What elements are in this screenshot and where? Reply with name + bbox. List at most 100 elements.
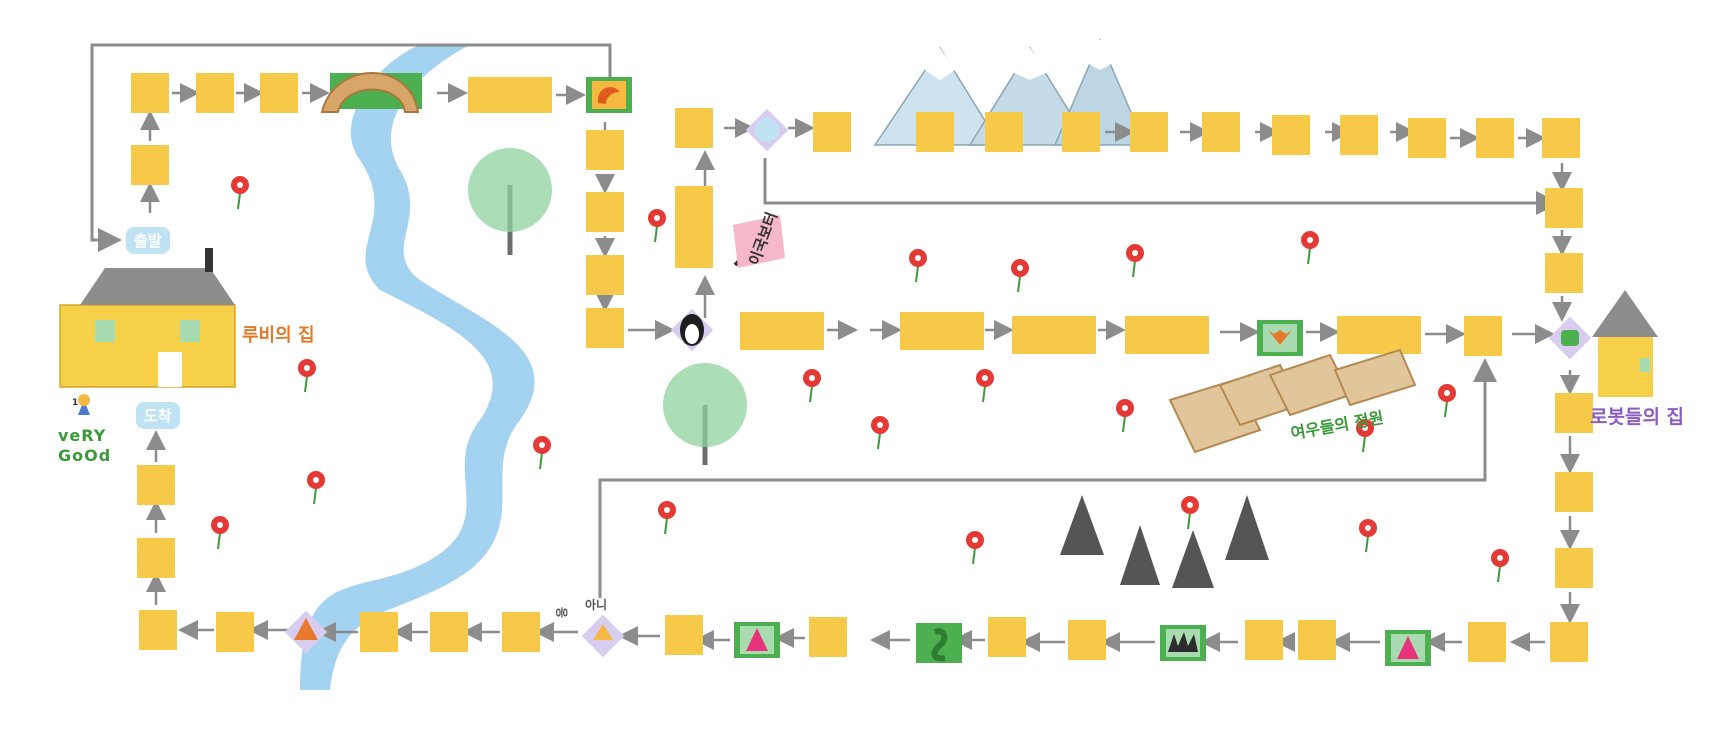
signpost [733, 215, 785, 268]
award-ribbon-icon [78, 394, 90, 415]
board-tile [131, 145, 169, 185]
board-tile [137, 465, 175, 505]
board-tile [586, 130, 624, 170]
board-tile [586, 192, 624, 232]
flower-icon [1356, 419, 1374, 453]
board-tile [813, 112, 851, 152]
flower-icon [966, 531, 984, 565]
award-number: 1 [72, 398, 79, 408]
board-tile [675, 186, 713, 268]
board-tile [137, 538, 175, 578]
board-tile [1337, 316, 1421, 354]
board-tile [139, 610, 177, 650]
board-tile [1068, 620, 1106, 660]
board-tile [502, 612, 540, 652]
board-tile [1130, 112, 1168, 152]
board-tile [430, 612, 468, 652]
flower-icon [1011, 259, 1029, 293]
board-tile [1550, 622, 1588, 662]
board-tile [1542, 118, 1580, 158]
finish-label: 도착 [136, 402, 180, 429]
flower-icon [658, 501, 676, 535]
board-tile [1125, 316, 1209, 354]
board-tile [985, 112, 1023, 152]
board-tile [586, 308, 624, 348]
card-fox [1257, 320, 1303, 356]
board-tile [665, 615, 703, 655]
card-hedgehog [1160, 625, 1206, 661]
board-tile [740, 312, 824, 350]
board-tile [675, 108, 713, 148]
fox-garden-beds [1168, 348, 1417, 454]
board-tile [900, 312, 984, 350]
flower-icon [909, 249, 927, 283]
board-tile [1340, 115, 1378, 155]
board-tile [1012, 316, 1096, 354]
flower-icon [211, 516, 229, 550]
board-tile [809, 617, 847, 657]
robots-house [1592, 290, 1658, 397]
board-tile [468, 77, 552, 113]
board-tile [1555, 548, 1593, 588]
very-good-line2: GoOd [58, 446, 112, 465]
board-tile [1272, 115, 1310, 155]
flower-icon [1116, 399, 1134, 433]
flower-icon [1301, 231, 1319, 265]
flower-icon [1491, 549, 1509, 583]
board-tile [1464, 316, 1502, 356]
board-tile [1555, 393, 1593, 433]
flower-icon [648, 209, 666, 243]
flower-icon [1181, 496, 1199, 530]
robots-house-label: 로봇들의 집 [1590, 406, 1685, 428]
no-label: 아니 [585, 598, 608, 612]
diamond-penguin [670, 308, 714, 352]
flower-icon [871, 416, 889, 450]
ruby-house-label: 루비의 집 [242, 325, 315, 346]
board-tile [260, 73, 298, 113]
board-tile [216, 612, 254, 652]
flower-icon [1359, 519, 1377, 553]
flower-icon [976, 369, 994, 403]
board-tile [988, 617, 1026, 657]
board-tile [196, 73, 234, 113]
flower-icon [803, 369, 821, 403]
board-tile [1202, 112, 1240, 152]
flower-icon [307, 471, 325, 505]
board-tile [1245, 620, 1283, 660]
very-good-line1: veRY [58, 426, 107, 445]
diamond-robot [1548, 316, 1592, 360]
river [300, 45, 535, 690]
card-watermelon-left [734, 622, 780, 658]
board-tile [1545, 253, 1583, 293]
board-tile [1476, 118, 1514, 158]
board-tile [1555, 472, 1593, 512]
flower-icon [231, 176, 249, 210]
board-tile [586, 255, 624, 295]
ruby-house [59, 248, 236, 388]
board-tile [916, 112, 954, 152]
card-snake [916, 623, 962, 663]
card-watermelon-right [1385, 630, 1431, 666]
card-bridge [320, 72, 422, 113]
board-tile [1062, 112, 1100, 152]
start-label: 출발 [126, 227, 170, 254]
board-tile [131, 73, 169, 113]
board-tile [1298, 620, 1336, 660]
flower-icon [533, 436, 551, 470]
path-lines [90, 43, 1560, 598]
diamond-choice [581, 614, 625, 658]
birch-tree-top [468, 148, 552, 255]
flower-icon [1438, 384, 1456, 418]
yes-label: 응 [555, 606, 570, 619]
board-tile [1468, 622, 1506, 662]
board-tile [360, 612, 398, 652]
card-shell [586, 77, 632, 113]
diamond-cloud [745, 108, 789, 152]
flower-icon [298, 359, 316, 393]
board-tile [1545, 188, 1583, 228]
flower-icon [1126, 244, 1144, 278]
pine-trees [1060, 495, 1269, 588]
birch-tree-bottom [663, 363, 747, 465]
board-tile [1408, 118, 1446, 158]
